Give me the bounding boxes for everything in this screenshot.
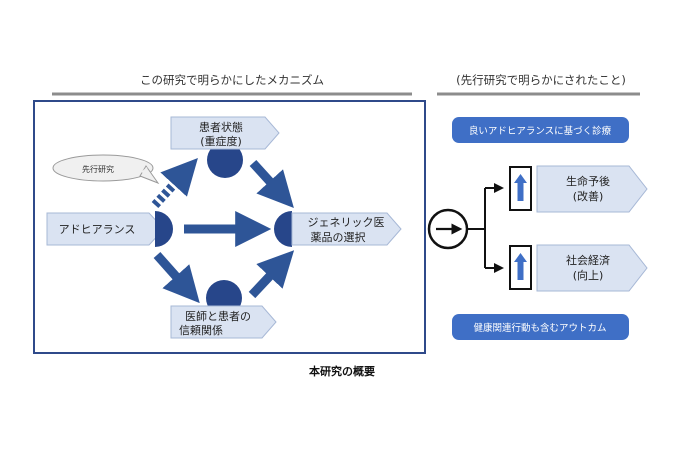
branch-lines (467, 188, 486, 268)
adherence-label: アドヒアランス (59, 223, 136, 236)
generic-label-line1: ジェネリック医 (308, 216, 385, 229)
prognosis-label-line2: (改善) (573, 189, 604, 203)
arrow-adherence-to-trust (153, 252, 200, 304)
prior-research-bubble (52, 154, 154, 182)
prognosis-up-arrow-icon (514, 174, 527, 201)
adherence-half-circle (155, 211, 173, 247)
prognosis-label-line1: 生命予後 (566, 174, 610, 188)
socioeconomic-up-arrow-icon (514, 253, 527, 280)
socioeconomic-box (536, 244, 648, 292)
health-behavior-label: 健康関連行動も含むアウトカム (473, 322, 606, 334)
trust-label-line1: 医師と患者の (185, 310, 251, 323)
generic-half-circle (274, 211, 292, 247)
severity-label-line2: (重症度) (200, 134, 242, 148)
severity-box (170, 116, 280, 150)
prior-research-label: 先行研究 (82, 164, 114, 174)
socioeconomic-label-line1: 社会経済 (566, 253, 610, 267)
generic-label-line2: 薬品の選択 (311, 230, 366, 244)
arrow-trust-to-generic (248, 250, 295, 299)
arrow-severity-to-generic (249, 159, 294, 208)
right-section-header: (先行研究で明らかにされたこと) (456, 73, 626, 87)
generic-box (291, 212, 402, 246)
left-section-header: この研究で明らかにしたメカニズム (140, 73, 324, 87)
severity-circle (207, 142, 243, 178)
good-adherence-visits-pill (452, 117, 629, 143)
trust-label-line2: 信頼関係 (179, 324, 223, 337)
arrow-adherence-to-severity-dashed (151, 158, 198, 209)
prognosis-box (536, 165, 648, 213)
figure-caption: 本研究の概要 (309, 364, 375, 378)
good-adherence-visits-label: 良いアドヒアランスに基づく診療 (469, 125, 612, 137)
trust-box (170, 305, 277, 339)
severity-label-line1: 患者状態 (199, 120, 243, 134)
socioeconomic-label-line2: (向上) (573, 268, 604, 282)
health-behavior-pill (452, 314, 629, 340)
